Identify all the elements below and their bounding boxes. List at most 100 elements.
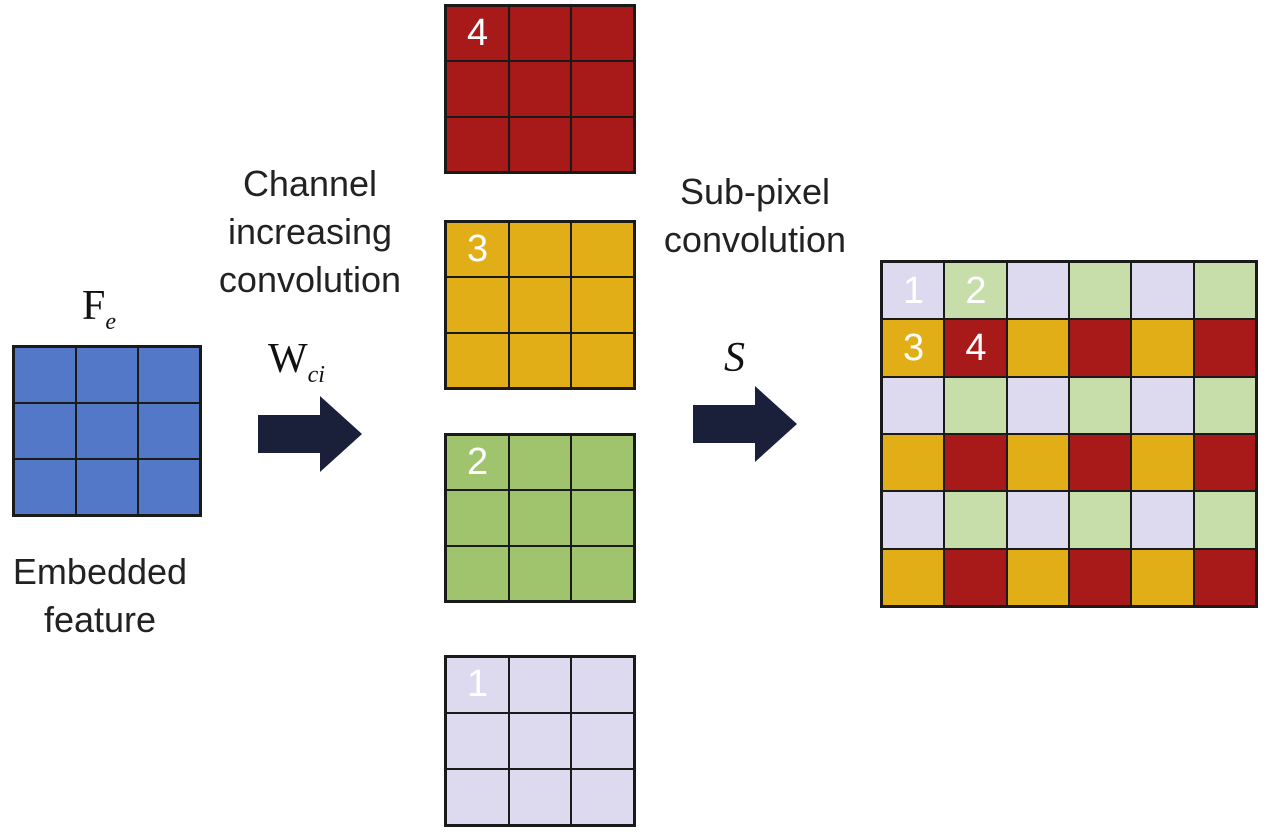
output-cell: [1006, 376, 1069, 434]
weight-symbol: Wci: [268, 335, 325, 389]
output-cell: 2: [944, 262, 1007, 320]
grid-cell: [76, 459, 138, 515]
grid-cell: [138, 459, 200, 515]
arrow-shape: [693, 386, 797, 462]
grid-cell: [446, 61, 509, 117]
channel-grid-4: 4: [444, 4, 636, 174]
output-cell: [944, 548, 1007, 606]
grid-cell: [571, 713, 634, 769]
output-cell: [1193, 319, 1256, 377]
subpixel-number: 3: [903, 327, 925, 370]
shuffle-symbol-main: S: [724, 335, 745, 381]
arrow-shape: [258, 396, 362, 472]
step1-label-line3: convolution: [218, 259, 402, 300]
input-caption: Embedded feature: [0, 548, 200, 644]
output-cell: 1: [882, 262, 945, 320]
input-symbol-sub: e: [105, 309, 117, 335]
step1-label-line2: increasing: [227, 211, 393, 252]
output-cell: [1068, 548, 1132, 606]
grid-cell: [138, 403, 200, 459]
weight-symbol-sub: ci: [307, 362, 325, 388]
output-cell: [1006, 262, 1069, 320]
grid-cell: [446, 769, 509, 825]
embedded-feature-grid: [12, 345, 202, 517]
grid-cell: [446, 116, 509, 172]
input-symbol: Fe: [82, 282, 116, 336]
output-cell: [1068, 491, 1132, 549]
output-cell: [1131, 433, 1194, 492]
grid-cell: [508, 769, 572, 825]
output-cell: [1006, 433, 1069, 492]
grid-cell: [571, 490, 634, 546]
channel-grid-1: 1: [444, 655, 636, 827]
grid-cell: [571, 769, 634, 825]
arrow-right-icon: [693, 386, 797, 462]
grid-cell: 2: [446, 435, 509, 491]
channel-number: 3: [467, 228, 489, 270]
grid-cell: [508, 6, 572, 62]
output-cell: [1006, 319, 1069, 377]
grid-cell: 1: [446, 657, 509, 713]
grid-cell: [508, 435, 572, 491]
output-cell: [1131, 376, 1194, 434]
grid-cell: 3: [446, 222, 509, 278]
step1-label-line1: Channel: [242, 163, 378, 204]
grid-cell: [508, 116, 572, 172]
grid-cell: [508, 713, 572, 769]
output-cell: [1068, 433, 1132, 492]
grid-cell: [446, 332, 509, 388]
grid-cell: [571, 61, 634, 117]
output-cell: [1131, 319, 1194, 377]
channel-grid-2: 2: [444, 433, 636, 603]
grid-cell: [571, 6, 634, 62]
input-caption-line2: feature: [43, 599, 157, 640]
output-cell: [944, 433, 1007, 492]
output-cell: [1131, 491, 1194, 549]
output-cell: [1193, 376, 1256, 434]
output-cell: [882, 433, 945, 492]
channel-number: 2: [467, 441, 489, 483]
grid-cell: [446, 713, 509, 769]
output-cell: [1193, 491, 1256, 549]
output-cell: [1068, 376, 1132, 434]
subpixel-number: 2: [965, 270, 987, 312]
shuffle-symbol: S: [724, 334, 745, 382]
output-cell: [1193, 548, 1256, 606]
grid-cell: 4: [446, 6, 509, 62]
output-cell: [1006, 491, 1069, 549]
channel-increasing-label: Channel increasing convolution: [195, 160, 425, 304]
output-cell: [882, 548, 945, 606]
output-cell: [944, 376, 1007, 434]
output-cell: [1006, 548, 1069, 606]
output-cell: [882, 376, 945, 434]
grid-cell: [508, 490, 572, 546]
grid-cell: [446, 490, 509, 546]
output-cell: 4: [944, 319, 1007, 377]
grid-cell: [571, 222, 634, 278]
grid-cell: [571, 277, 634, 333]
output-cell: [1193, 433, 1256, 492]
output-cell: [1131, 548, 1194, 606]
sub-pixel-label: Sub-pixel convolution: [645, 168, 865, 264]
grid-cell: [508, 545, 572, 601]
grid-cell: [571, 657, 634, 713]
subpixel-number: 1: [903, 270, 925, 312]
step2-label-line1: Sub-pixel: [679, 171, 831, 212]
subpixel-number: 4: [965, 327, 987, 370]
grid-cell: [14, 459, 76, 515]
grid-cell: [571, 435, 634, 491]
grid-cell: [508, 277, 572, 333]
grid-cell: [76, 347, 138, 403]
channel-number: 1: [467, 663, 489, 705]
grid-cell: [571, 332, 634, 388]
grid-cell: [76, 403, 138, 459]
output-cell: [1068, 262, 1132, 320]
grid-cell: [14, 347, 76, 403]
output-cell: [944, 491, 1007, 549]
output-cell: 3: [882, 319, 945, 377]
input-symbol-main: F: [82, 283, 106, 329]
grid-cell: [508, 61, 572, 117]
grid-cell: [446, 277, 509, 333]
grid-cell: [508, 222, 572, 278]
